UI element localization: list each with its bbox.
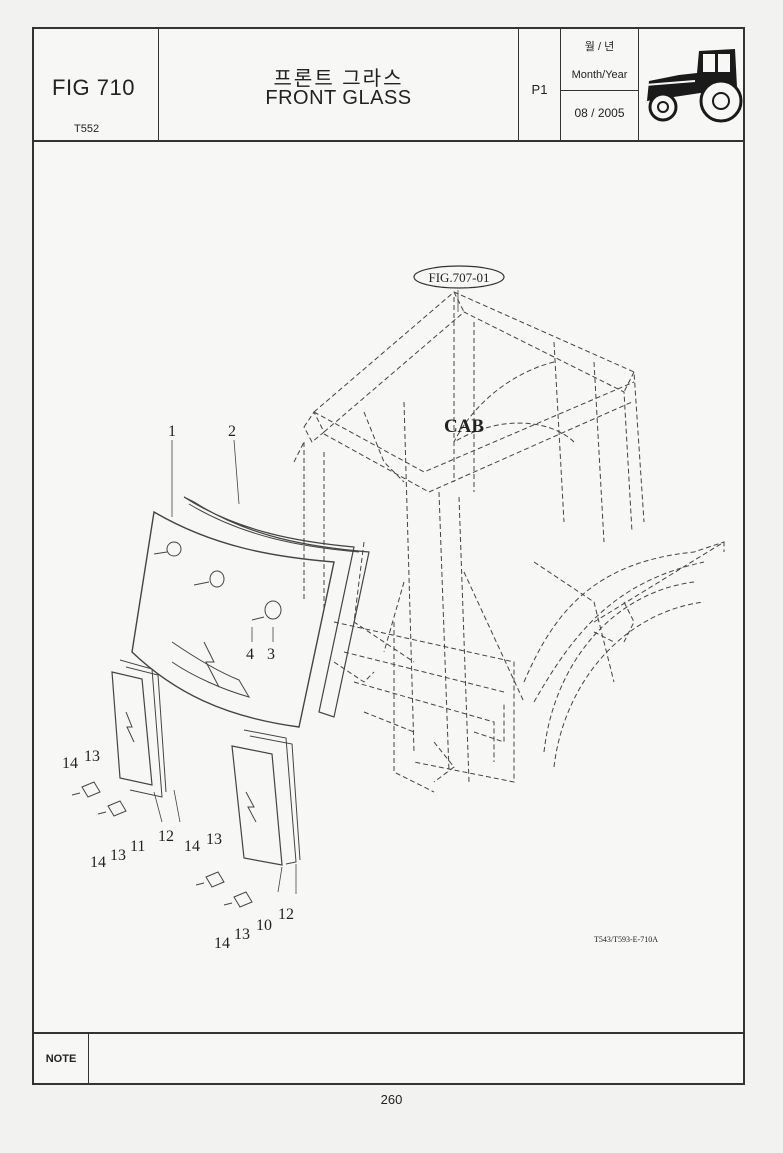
callout-11: 11 bbox=[130, 838, 145, 855]
exploded-view-drawing: FIG.707-01 CAB 1 2 3 4 10 11 12 12 13 13… bbox=[62, 265, 725, 952]
parts-sheet: FIG 710 T552 프론트 그라스 FRONT GLASS P1 월 / … bbox=[32, 27, 745, 1085]
logo-cell bbox=[639, 29, 743, 140]
callout-numbers: 1 2 3 4 10 11 12 12 13 13 13 13 14 14 14… bbox=[62, 423, 294, 952]
side-glass-left bbox=[111, 671, 153, 786]
callout-13d: 13 bbox=[234, 926, 250, 943]
callout-13b: 13 bbox=[110, 847, 126, 864]
date-label-korean: 월 / 년 bbox=[584, 41, 615, 53]
model-code: T552 bbox=[74, 123, 100, 135]
callout-2: 2 bbox=[228, 423, 236, 440]
drawing-code: T543/T593-E-710A bbox=[594, 935, 658, 944]
date-label-english: Month/Year bbox=[571, 69, 628, 81]
title-korean: 프론트 그라스 bbox=[273, 68, 404, 90]
callout-10: 10 bbox=[256, 917, 272, 934]
callout-13a: 13 bbox=[84, 748, 100, 765]
callout-1: 1 bbox=[168, 423, 176, 440]
page-number: 260 bbox=[380, 1092, 403, 1107]
callout-14d: 14 bbox=[214, 935, 230, 952]
title-cell: 프론트 그라스 FRONT GLASS bbox=[159, 29, 519, 140]
callout-12a: 12 bbox=[158, 828, 174, 845]
header: FIG 710 T552 프론트 그라스 FRONT GLASS P1 월 / … bbox=[34, 29, 743, 142]
callout-12b: 12 bbox=[278, 906, 294, 923]
hinge-set bbox=[153, 541, 282, 621]
reference-label: FIG.707-01 bbox=[428, 270, 489, 285]
date-value: 08 / 2005 bbox=[574, 106, 625, 120]
callout-14a: 14 bbox=[62, 755, 78, 772]
windshield-seal bbox=[183, 496, 370, 718]
title-english: FRONT GLASS bbox=[265, 87, 412, 109]
callout-4: 4 bbox=[246, 646, 254, 663]
note-label: NOTE bbox=[34, 1034, 89, 1085]
cab-frame bbox=[293, 291, 725, 793]
reference-bubble bbox=[413, 265, 505, 289]
callout-14c: 14 bbox=[184, 838, 200, 855]
windshield-glass bbox=[131, 510, 335, 728]
callout-14b: 14 bbox=[90, 854, 106, 871]
tractor-icon bbox=[644, 49, 743, 123]
date-cell: 월 / 년 Month/Year 08 / 2005 bbox=[561, 29, 639, 140]
date-divider bbox=[561, 90, 638, 91]
figure-cell: FIG 710 T552 bbox=[34, 29, 159, 140]
page-code-cell: P1 bbox=[519, 29, 561, 140]
callout-3: 3 bbox=[267, 646, 275, 663]
note-row: NOTE bbox=[34, 1032, 743, 1085]
figure-number: FIG 710 bbox=[52, 75, 135, 100]
parts-diagram: FIG.707-01 CAB 1 2 3 4 10 11 12 12 13 13… bbox=[34, 142, 743, 1032]
side-glass-right bbox=[231, 745, 283, 866]
callout-13c: 13 bbox=[206, 831, 222, 848]
latch-blocks bbox=[71, 781, 253, 908]
cab-label: CAB bbox=[444, 416, 484, 437]
page-code: P1 bbox=[531, 82, 548, 97]
leader-lines bbox=[153, 290, 459, 894]
